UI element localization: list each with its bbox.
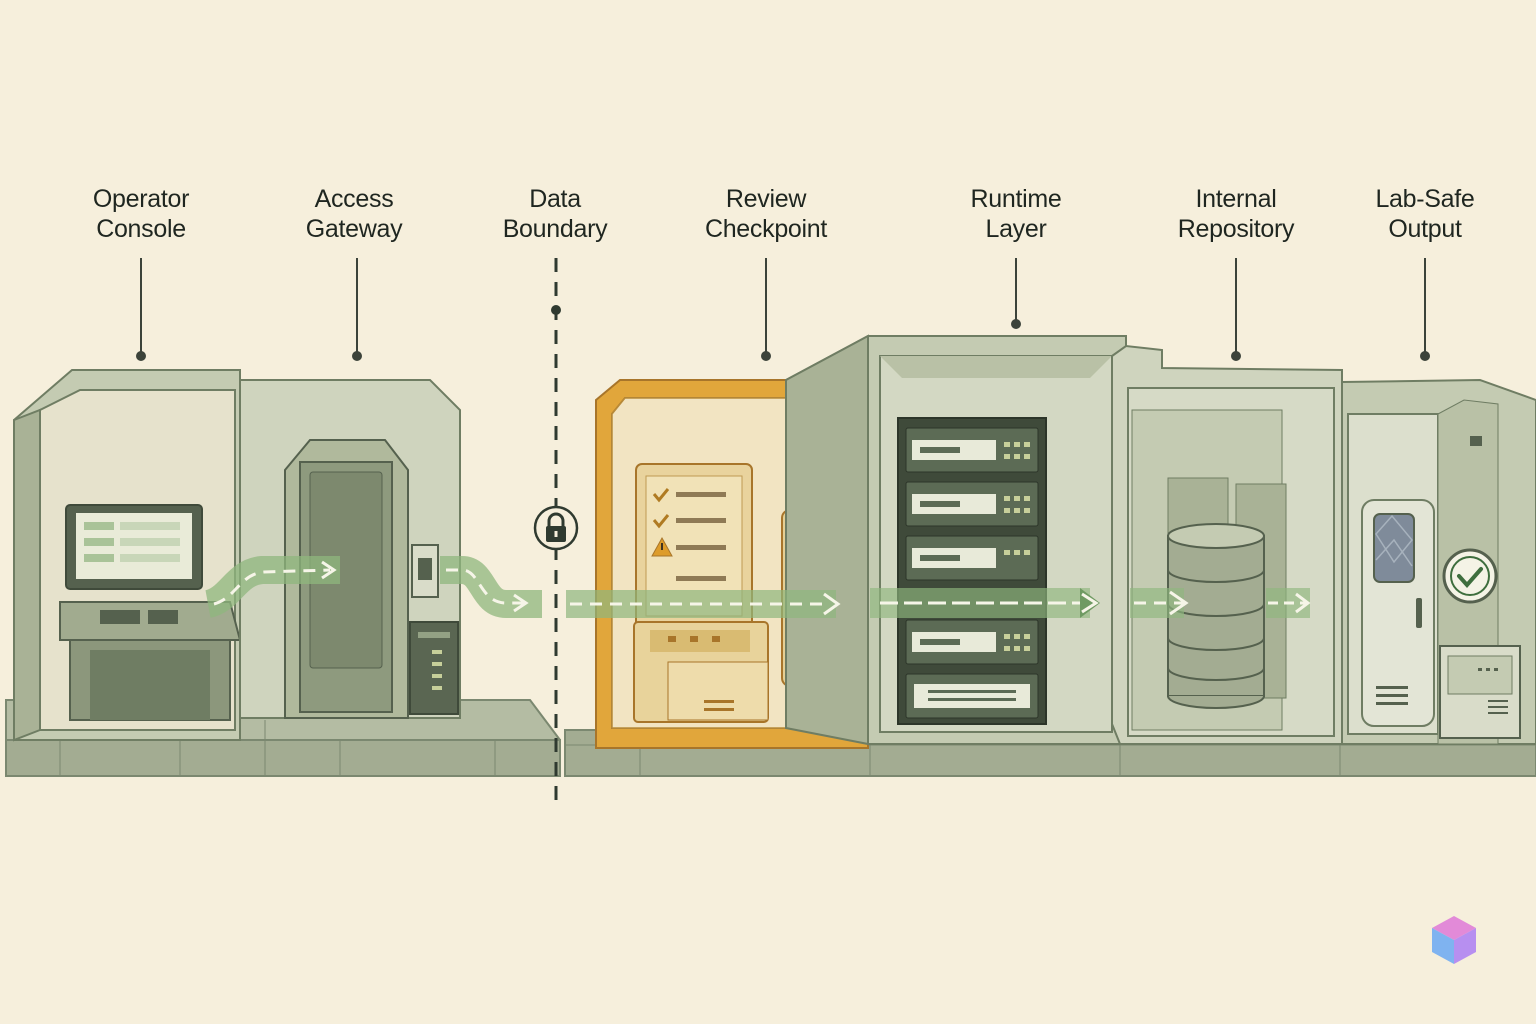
server-tower [409,621,459,715]
output-terminal [1439,645,1521,739]
label-review-checkpoint: Review Checkpoint [656,184,876,244]
output-door [1361,499,1435,727]
label-line2: Boundary [502,215,608,243]
operator-console-booth [13,369,242,742]
arrow-icon [823,592,841,616]
label-access-gateway: Access Gateway [244,184,464,244]
data-boundary-line [533,258,579,804]
label-line1: Operator [92,185,190,213]
label-lab-safe-output: Lab-Safe Output [1315,184,1535,244]
label-line1: Lab-Safe [1375,185,1475,213]
label-internal-repository: Internal Repository [1126,184,1346,244]
checkmark-icon [1442,548,1498,604]
cube-logo-icon [1432,916,1476,964]
arrow-icon [1081,592,1099,614]
label-line1: Access [314,185,394,213]
leader-lines [136,258,1430,361]
label-line1: Internal [1195,185,1277,213]
label-line1: Runtime [970,185,1062,213]
label-line1: Data [529,185,581,213]
lab-safe-output-building [1341,378,1536,745]
label-line2: Checkpoint [704,215,828,243]
access-gateway-booth [239,379,461,719]
label-line2: Repository [1177,215,1295,243]
label-runtime-layer: Runtime Layer [906,184,1126,244]
label-line2: Output [1388,215,1462,243]
label-line1: Review [725,185,807,213]
lock-icon [546,512,566,542]
flow-path [203,556,1311,618]
label-data-boundary: Data Boundary [445,184,665,244]
runtime-layer-building [785,334,1127,746]
arrow-icon [321,560,337,580]
monitor-icon [65,504,203,590]
label-line2: Gateway [305,215,403,243]
arrow-icon [1295,592,1311,614]
door-icon [284,439,409,719]
label-line2: Console [96,215,186,243]
internal-repository-building [1111,344,1343,745]
warning-icon [651,536,673,557]
label-operator-console: Operator Console [31,184,251,244]
server-rack-icon [905,427,1039,719]
arrow-icon [513,593,529,613]
label-line2: Layer [985,215,1047,243]
arrow-icon [1169,590,1189,616]
checklist-icon [652,488,670,503]
